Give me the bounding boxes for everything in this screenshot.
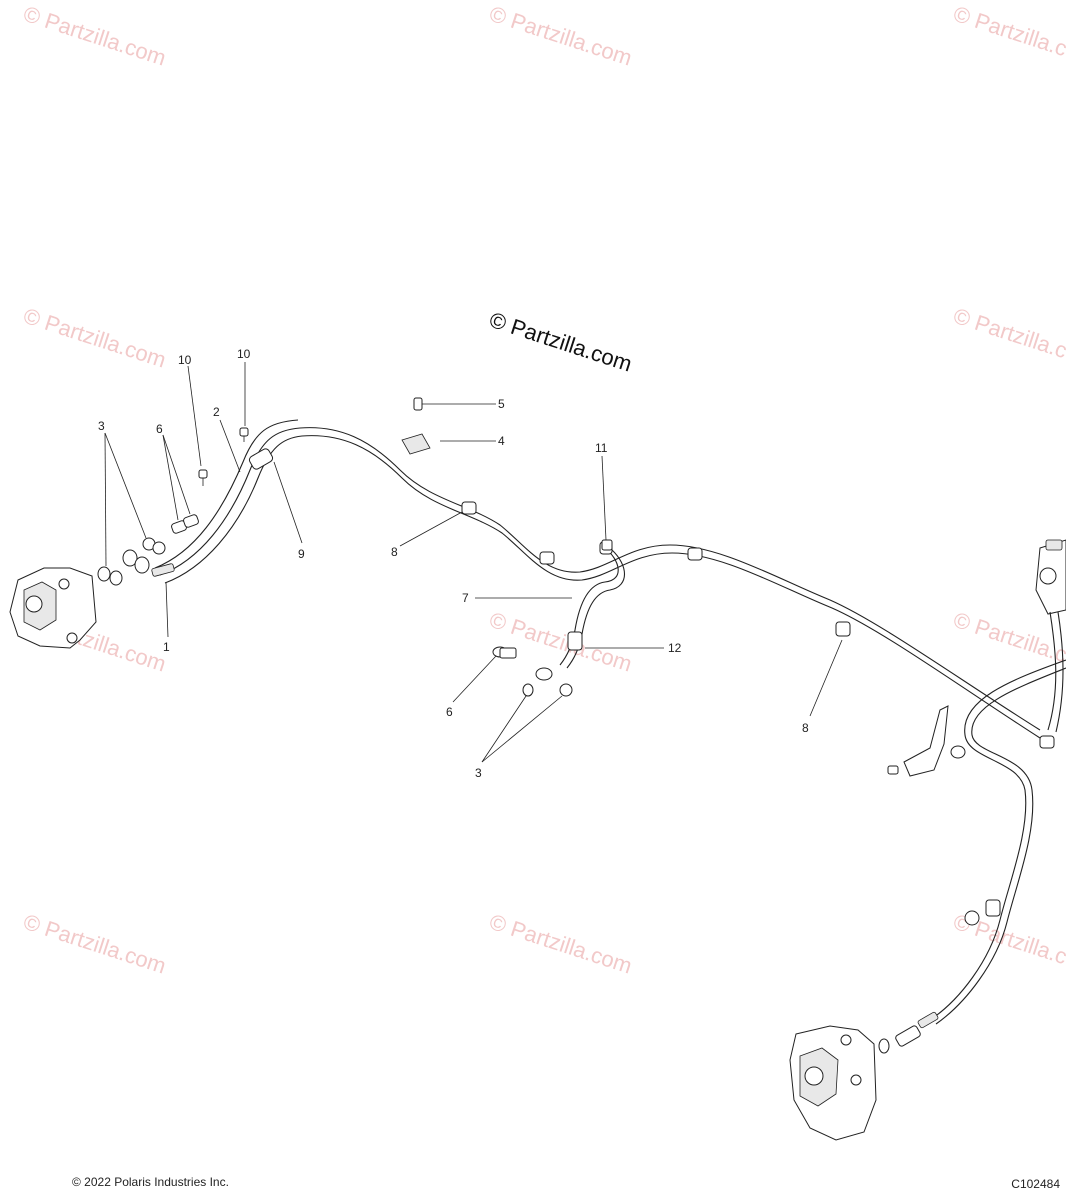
callout-2: 2 <box>213 405 220 419</box>
watermark: © Partzilla.com <box>950 1 1066 71</box>
pad-4 <box>401 433 431 455</box>
banjo-bolt-6-center <box>492 646 517 659</box>
callout-6-center: 6 <box>446 705 453 719</box>
callout-12: 12 <box>668 641 682 655</box>
hose-clips <box>248 448 1001 917</box>
caliper-left <box>9 567 97 649</box>
leader-lines <box>104 362 843 763</box>
screw-5 <box>413 397 440 411</box>
watermark-group: © Partzilla.com © Partzilla.com © Partzi… <box>20 1 1066 979</box>
callout-1: 1 <box>163 640 170 654</box>
bolt-10-right <box>239 427 249 442</box>
rear-washer <box>878 1038 890 1054</box>
washer-3-center-a <box>522 683 534 697</box>
clip-rear <box>985 899 1001 917</box>
bolt-10-left <box>198 469 208 486</box>
copyright-footer: © 2022 Polaris Industries Inc. <box>72 1175 229 1189</box>
brake-line-main <box>154 419 1041 739</box>
callout-4: 4 <box>498 434 505 448</box>
banjo-bolts-6 <box>171 514 199 534</box>
callout-8-right: 8 <box>802 721 809 735</box>
washer-3-center-b <box>559 683 573 697</box>
watermark: © Partzilla.com <box>20 1 169 71</box>
clip-8-right <box>835 621 851 637</box>
watermark: © Partzilla.com <box>20 303 169 373</box>
callout-3-center: 3 <box>475 766 482 780</box>
callout-3-left: 3 <box>98 419 105 433</box>
master-cylinder <box>1035 539 1066 749</box>
callout-10-right: 10 <box>237 347 251 361</box>
watermark: © Partzilla.com <box>486 1 635 71</box>
callout-10-left: 10 <box>178 353 192 367</box>
fitting-center <box>535 667 553 681</box>
clip-8-left <box>461 501 477 515</box>
callout-6-top: 6 <box>156 422 163 436</box>
center-watermark: © Partzilla.com <box>486 307 635 377</box>
rear-banjo <box>895 1025 921 1047</box>
rear-nut <box>950 745 966 759</box>
watermark: © Partzilla.com <box>20 909 169 979</box>
washers-3-left <box>97 537 166 586</box>
clip-9 <box>248 448 274 470</box>
hardware <box>97 397 980 1054</box>
rear-bolt <box>887 765 899 775</box>
callouts: 1 2 3 3 4 5 6 6 7 8 8 9 10 10 11 12 <box>98 347 809 780</box>
rear-bracket <box>903 705 949 777</box>
callout-11: 11 <box>595 441 608 455</box>
callout-7: 7 <box>462 591 469 605</box>
callout-9: 9 <box>298 547 305 561</box>
watermark: © Partzilla.com <box>486 909 635 979</box>
clip-center-1 <box>539 551 555 565</box>
clip-12 <box>567 631 583 651</box>
caliper-right <box>789 1025 877 1141</box>
callout-8-left: 8 <box>391 545 398 559</box>
connector-11 <box>601 539 613 551</box>
brake-line-rear <box>929 659 1066 1025</box>
diagram-id: C102484 <box>1011 1177 1060 1191</box>
callout-5: 5 <box>498 397 505 411</box>
watermark: © Partzilla.com <box>950 303 1066 373</box>
rear-grommet <box>964 910 980 926</box>
fittings-left <box>122 549 175 577</box>
rear-hose-end <box>917 1011 939 1029</box>
clip-center-3 <box>687 547 703 561</box>
watermark: © Partzilla.com <box>486 607 635 677</box>
